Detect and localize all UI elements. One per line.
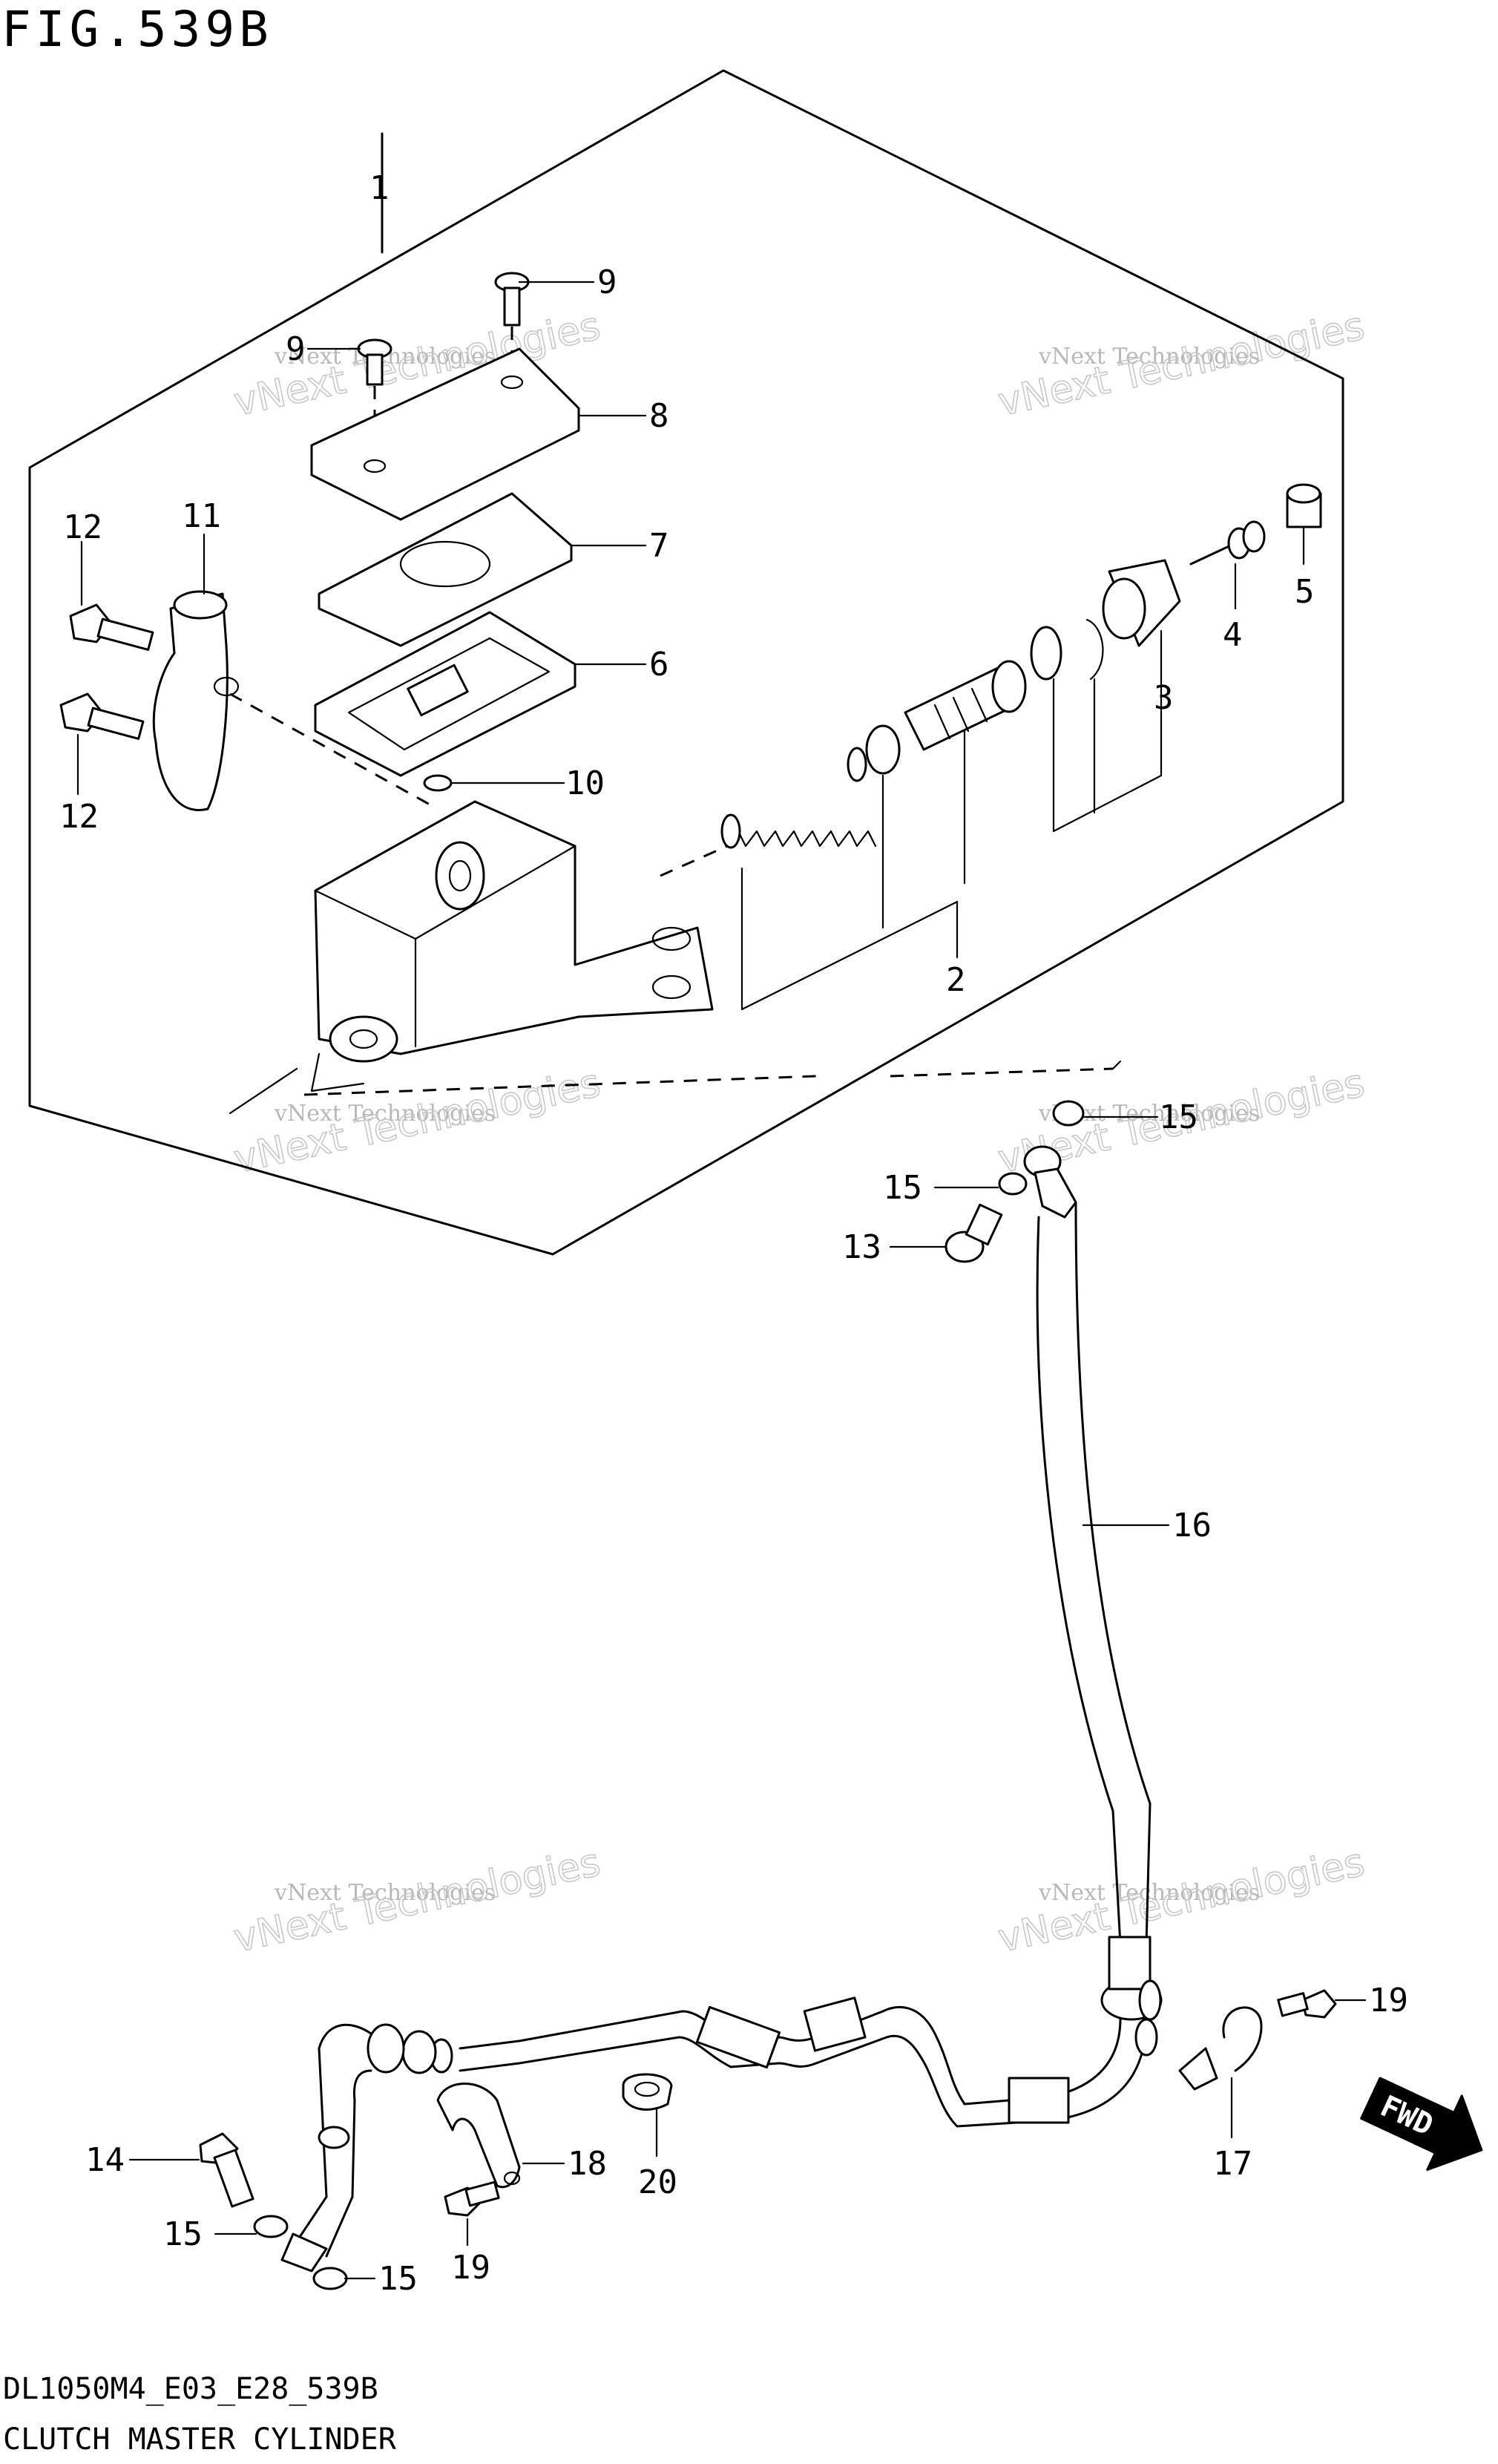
- hose-guide-17: [1178, 2006, 1263, 2139]
- watermark-2: vNext Technologies vNext Technologies: [993, 304, 1369, 426]
- callout-20: 20: [638, 2163, 677, 2201]
- callout-7: 7: [649, 527, 669, 565]
- bolt-12-top: [69, 540, 154, 651]
- callout-2: 2: [946, 961, 966, 999]
- diaphragm-plate: [318, 492, 647, 647]
- callout-16: 16: [1172, 1507, 1212, 1544]
- figure-title: FIG.539B: [1, 1, 273, 58]
- clutch-pipe: [280, 1979, 1162, 2273]
- master-cylinder-body: [310, 800, 714, 1092]
- bolt-12-bottom: [59, 692, 145, 796]
- assembly-axis: [229, 692, 438, 810]
- piston: [865, 660, 1027, 775]
- union-bolt-13: [889, 1203, 1003, 1263]
- callout-15: 15: [1159, 1098, 1198, 1136]
- callout-19: 19: [451, 2249, 490, 2287]
- watermark-text: vNext Technologies: [1038, 344, 1260, 370]
- washer-15: [312, 2267, 376, 2290]
- assembly-title: CLUTCH MASTER CYLINDER: [3, 2422, 397, 2457]
- callout-8: 8: [649, 397, 669, 435]
- washer-15: [214, 2215, 289, 2238]
- handlebar-bracket: [152, 533, 240, 811]
- bracket-3: [1052, 678, 1163, 833]
- bolt-19-lower: [444, 2180, 500, 2247]
- callout-4: 4: [1223, 616, 1243, 654]
- callout-6: 6: [649, 646, 669, 684]
- watermark-5: vNext Technologies vNext Technologies: [229, 1840, 605, 1962]
- callout-13: 13: [842, 1228, 881, 1266]
- forward-arrow-icon: FWD: [1360, 2077, 1483, 2172]
- callout-12: 12: [63, 508, 102, 546]
- callout-1: 1: [369, 169, 390, 207]
- callout-12: 12: [59, 798, 99, 836]
- callout-15: 15: [883, 1169, 922, 1207]
- model-code: DL1050M4_E03_E28_539B: [3, 2372, 378, 2406]
- clip-10: [423, 774, 565, 792]
- callout-18: 18: [568, 2145, 607, 2183]
- clip-20: [622, 2073, 673, 2157]
- watermark-3: vNext Technologies vNext Technologies: [229, 1061, 605, 1183]
- assembly-axis: [890, 1067, 1114, 1078]
- callout-14: 14: [85, 2141, 125, 2179]
- callout-15: 15: [163, 2215, 203, 2253]
- washer-15: [1052, 1100, 1159, 1127]
- assembly-axis: [1111, 1060, 1122, 1070]
- callout-15: 15: [378, 2260, 418, 2298]
- callout-17: 17: [1213, 2145, 1252, 2183]
- watermark-text: vNext Technologies: [274, 1880, 496, 1906]
- hose-clamp-18: [436, 2083, 565, 2189]
- reservoir-cap: [310, 347, 647, 521]
- callout-3: 3: [1154, 679, 1174, 717]
- watermark-6: vNext Technologies vNext Technologies: [993, 1840, 1369, 1962]
- screw-9-top: [494, 272, 595, 327]
- assembly-axis: [229, 1067, 298, 1115]
- push-rod: [1189, 520, 1266, 610]
- callout-19: 19: [1369, 1982, 1408, 2019]
- callout-9: 9: [286, 330, 306, 368]
- callout-10: 10: [565, 764, 605, 802]
- bolt-14: [128, 2132, 254, 2208]
- watermark-text: vNext Technologies: [274, 1101, 496, 1127]
- diaphragm: [314, 611, 647, 777]
- piston-spring: [720, 747, 877, 849]
- callout-9: 9: [597, 263, 617, 301]
- callout-11: 11: [182, 497, 221, 535]
- bracket-2: [740, 867, 959, 1011]
- nut-5: [1286, 483, 1322, 566]
- callout-5: 5: [1295, 573, 1315, 611]
- seal-ring: [1030, 559, 1181, 681]
- assembly-outline: [28, 69, 1344, 1256]
- washer-15: [933, 1172, 1028, 1196]
- bolt-19-upper: [1277, 1989, 1367, 2019]
- assembly-axis: [660, 845, 728, 877]
- screw-9-left: [306, 338, 392, 386]
